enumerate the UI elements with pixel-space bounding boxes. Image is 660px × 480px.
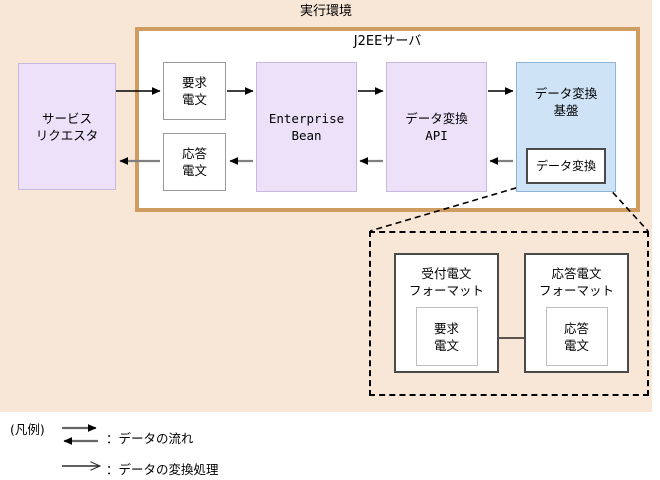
node-data-conversion-platform-label: データ変換 基盤 [517,85,615,119]
callout-dashed-lines [369,184,649,232]
node-enterprise-bean[interactable]: Enterprise Bean [256,62,357,192]
inner-request-message-label: 要求 電文 [434,320,459,354]
request-message-line-2: 電文 [181,92,207,107]
requester-line-1: サービス [41,110,92,126]
node-service-requester[interactable]: サービス リクエスタ [18,63,116,190]
platform-line-2: 基盤 [553,103,579,118]
platform-line-1: データ変換 [534,86,598,101]
j2ee-server-title: J2EEサーバ [353,34,422,49]
node-response-message[interactable]: 応答 電文 [163,133,226,191]
legend-title: (凡例) [10,422,45,437]
node-request-message-label: 要求 電文 [182,74,207,108]
inner-request-message[interactable]: 要求 電文 [415,307,478,366]
response-format-title: 応答電文 フォーマット [526,265,627,299]
node-data-conversion-api[interactable]: データ変換 API [386,62,487,192]
node-response-message-label: 応答 電文 [182,145,207,179]
response-format-line-1: 応答電文 [551,266,602,281]
inner-request-line-2: 電文 [433,337,459,353]
response-format-line-2: フォーマット [538,283,614,298]
request-format-line-1: 受付電文 [421,266,472,281]
response-message-line-2: 電文 [181,163,207,178]
inner-response-line-2: 電文 [563,337,589,353]
inner-response-line-1: 応答 [563,320,589,336]
node-data-conversion[interactable]: データ変換 [526,148,606,184]
legend-arrows [62,424,100,466]
response-message-line-1: 応答 [181,146,207,161]
inner-response-message[interactable]: 応答 電文 [545,307,608,366]
node-enterprise-bean-label: Enterprise Bean [269,110,344,144]
request-message-line-1: 要求 [181,75,207,90]
node-request-message[interactable]: 要求 電文 [163,62,226,120]
api-line-1: データ変換 [405,111,468,126]
node-service-requester-label: サービス リクエスタ [36,110,99,144]
request-format-title: 受付電文 フォーマット [396,265,497,299]
legend-data-transform-label: ：データの変換処理 [106,462,219,477]
request-format-line-2: フォーマット [408,283,484,298]
requester-line-2: リクエスタ [35,127,99,143]
node-request-message-format[interactable]: 受付電文 フォーマット 要求 電文 [394,253,499,373]
node-response-message-format[interactable]: 応答電文 フォーマット 応答 電文 [524,253,629,373]
node-data-conversion-api-label: データ変換 API [405,110,468,144]
enterprise-bean-line-1: Enterprise [268,111,345,126]
legend-data-flow-label: ：データの流れ [106,431,194,446]
enterprise-bean-line-2: Bean [291,128,322,143]
detail-callout-panel [369,231,649,396]
execution-environment-title: 実行環境 [299,4,352,19]
api-line-2: API [425,128,448,143]
inner-request-line-1: 要求 [433,320,459,336]
inner-response-message-label: 応答 電文 [564,320,589,354]
